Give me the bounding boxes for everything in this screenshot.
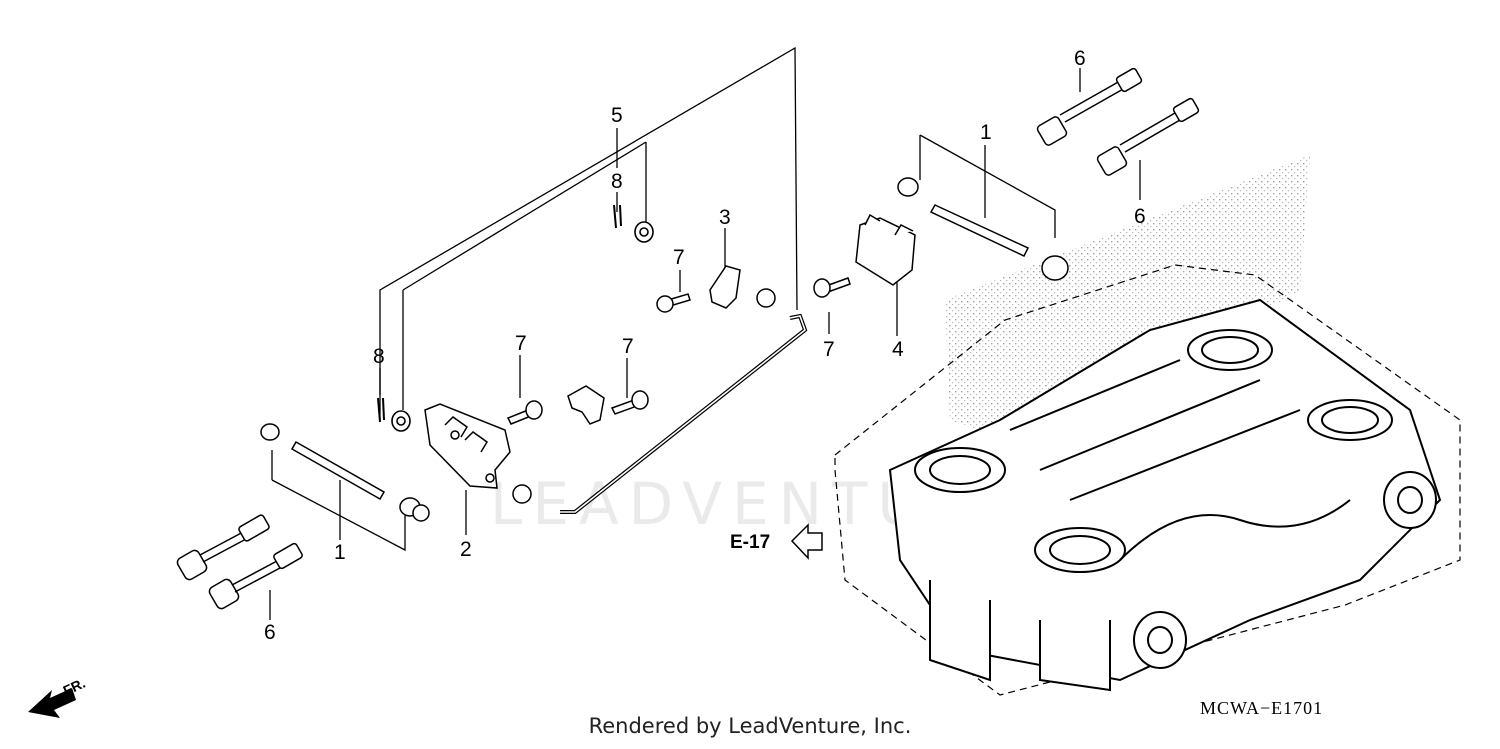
throttle-shaft-left (260, 423, 430, 522)
callout-8-top: 8 (611, 170, 623, 193)
front-direction-arrow-icon: FR. (28, 675, 88, 718)
front-label: FR. (61, 675, 88, 699)
reference-arrow[interactable]: E-17 (730, 523, 823, 560)
idle-screw-left (176, 514, 303, 610)
callout-1-left: 1 (334, 541, 346, 564)
nuts (512, 288, 776, 504)
callout-7-a: 7 (515, 332, 527, 355)
bolts (506, 277, 851, 425)
throttle-body-assembly (888, 298, 1442, 692)
diagram-code: MCWA−E1701 (1200, 698, 1323, 718)
throttle-lever-right (855, 213, 916, 286)
idle-screw-right (1036, 67, 1200, 176)
leader-lines (269, 46, 1141, 620)
link-brackets (567, 265, 741, 425)
footer-credit: Rendered by LeadVenture, Inc. (588, 714, 912, 738)
reference-label: E-17 (730, 532, 770, 553)
callout-2: 2 (460, 538, 472, 561)
shading-area (945, 155, 1310, 440)
callout-1-right: 1 (980, 121, 992, 144)
callout-7-d: 7 (823, 338, 835, 361)
callout-6-top: 6 (1074, 47, 1086, 70)
cotter-pin-top (613, 204, 622, 229)
cotter-pin-left (377, 397, 385, 423)
callout-7-b: 7 (622, 335, 634, 358)
throttle-shaft-right (897, 177, 1069, 281)
assembly-outline (834, 264, 1461, 696)
callout-6-right: 6 (1134, 205, 1146, 228)
callout-4: 4 (892, 338, 904, 361)
callout-5: 5 (611, 104, 623, 127)
throttle-lever-left (424, 403, 511, 489)
callout-7-c: 7 (673, 246, 685, 269)
washers (391, 221, 654, 432)
callout-3: 3 (719, 206, 731, 229)
callout-8-left: 8 (373, 345, 385, 368)
callout-6-left: 6 (264, 621, 276, 644)
